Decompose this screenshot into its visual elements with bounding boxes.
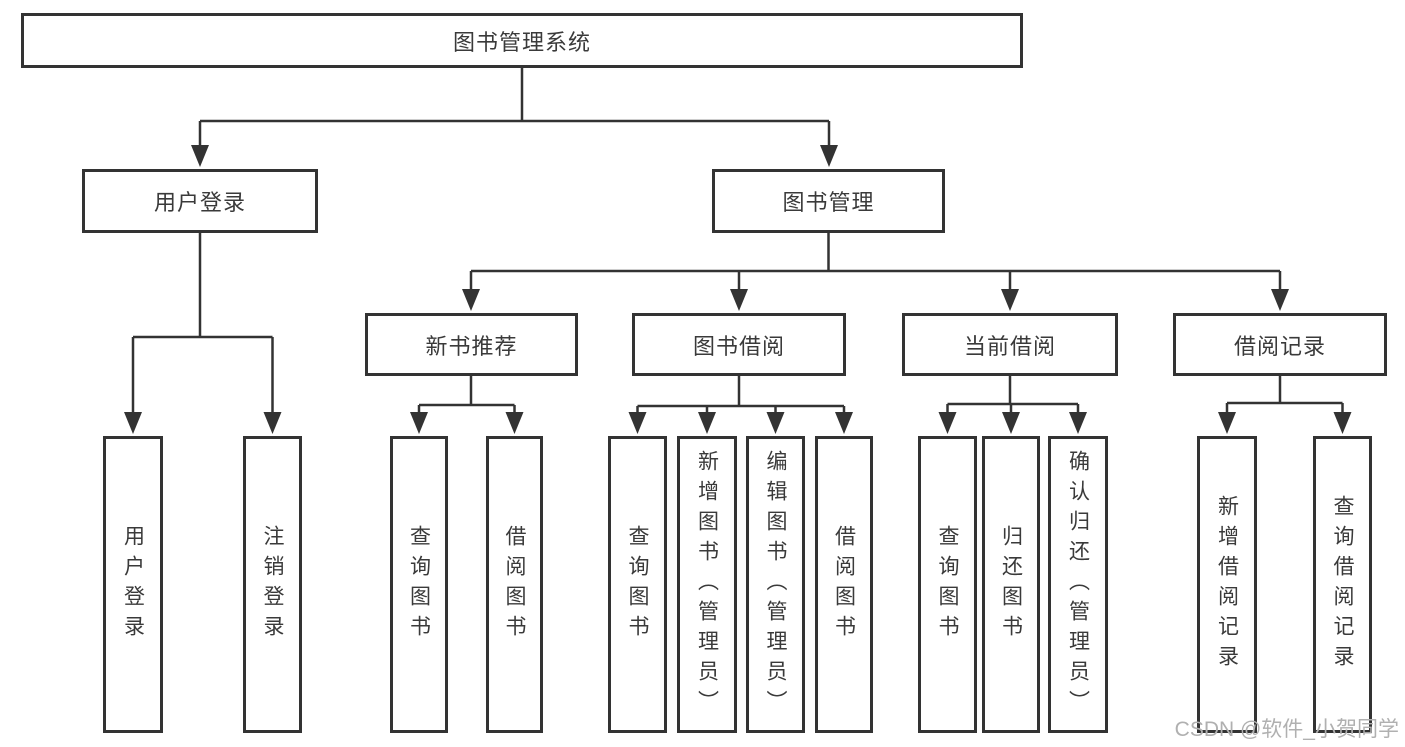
leaf-label: 用户登录 bbox=[121, 524, 145, 645]
leaf-label: 编辑图书（管理员） bbox=[764, 449, 787, 720]
arrow-down-icon bbox=[124, 412, 142, 434]
arrow-down-icon bbox=[1069, 412, 1087, 434]
arrow-down-icon bbox=[1001, 289, 1019, 311]
connector-lines bbox=[131, 66, 1344, 416]
arrow-down-icon bbox=[938, 412, 957, 434]
node-label: 当前借阅 bbox=[963, 333, 1056, 359]
leaf-label: 查询图书 bbox=[936, 524, 959, 645]
leaf-label: 注销登录 bbox=[261, 524, 284, 645]
leaf-label: 查询图书 bbox=[407, 524, 431, 645]
node-book-borrowing: 图书借阅 bbox=[632, 313, 846, 376]
leaf-query-borrow-record: 查询借阅记录 bbox=[1313, 436, 1372, 733]
node-label: 图书借阅 bbox=[692, 333, 785, 359]
arrow-down-icon bbox=[462, 289, 480, 311]
leaf-label: 确认归还（管理员） bbox=[1066, 449, 1090, 720]
arrow-down-icon bbox=[1218, 412, 1236, 434]
arrow-down-icon bbox=[698, 412, 716, 434]
node-label: 新书推荐 bbox=[425, 333, 518, 359]
arrow-down-icons bbox=[124, 145, 1352, 434]
leaf-label: 借阅图书 bbox=[503, 524, 526, 645]
node-new-book-recommendation: 新书推荐 bbox=[365, 313, 578, 376]
arrow-down-icon bbox=[191, 145, 209, 167]
arrow-down-icon bbox=[1333, 412, 1352, 434]
leaf-label: 查询图书 bbox=[626, 524, 649, 645]
leaf-return-book: 归还图书 bbox=[982, 436, 1040, 733]
leaf-label: 查询借阅记录 bbox=[1331, 494, 1354, 675]
leaf-logout: 注销登录 bbox=[243, 436, 302, 733]
leaf-label: 新增图书（管理员） bbox=[695, 449, 719, 720]
node-user-login: 用户登录 bbox=[82, 169, 318, 233]
leaf-borrow-books-borrowing: 借阅图书 bbox=[815, 436, 873, 733]
arrow-down-icon bbox=[766, 412, 785, 434]
arrow-down-icon bbox=[628, 412, 647, 434]
leaf-add-borrow-record: 新增借阅记录 bbox=[1197, 436, 1257, 733]
node-label: 借阅记录 bbox=[1233, 333, 1326, 359]
leaf-user-login: 用户登录 bbox=[103, 436, 163, 733]
leaf-add-book-admin: 新增图书（管理员） bbox=[677, 436, 737, 733]
node-current-borrowing: 当前借阅 bbox=[902, 313, 1118, 376]
node-book-management: 图书管理 bbox=[712, 169, 945, 233]
arrow-down-icon bbox=[1002, 412, 1020, 434]
leaf-label: 归还图书 bbox=[999, 524, 1023, 645]
node-label: 图书管理 bbox=[782, 190, 875, 215]
arrow-down-icon bbox=[263, 412, 282, 434]
leaf-edit-book-admin: 编辑图书（管理员） bbox=[746, 436, 805, 733]
node-borrowing-records: 借阅记录 bbox=[1173, 313, 1387, 376]
leaf-label: 新增借阅记录 bbox=[1215, 494, 1239, 675]
arrow-down-icon bbox=[820, 145, 838, 167]
leaf-query-books-borrowing: 查询图书 bbox=[608, 436, 667, 733]
node-library-management-system: 图书管理系统 bbox=[21, 13, 1023, 68]
arrow-down-icon bbox=[730, 289, 748, 311]
leaf-query-books-recommend: 查询图书 bbox=[390, 436, 448, 733]
arrow-down-icon bbox=[835, 412, 853, 434]
csdn-watermark: CSDN @软件_小贺同学 bbox=[1174, 718, 1399, 741]
arrow-down-icon bbox=[410, 412, 428, 434]
arrow-down-icon bbox=[505, 412, 524, 434]
leaf-confirm-return-admin: 确认归还（管理员） bbox=[1048, 436, 1108, 733]
leaf-borrow-books-recommend: 借阅图书 bbox=[486, 436, 543, 733]
arrow-down-icon bbox=[1271, 289, 1289, 311]
node-label: 图书管理系统 bbox=[452, 29, 591, 55]
leaf-query-books-current: 查询图书 bbox=[918, 436, 977, 733]
node-label: 用户登录 bbox=[153, 190, 246, 215]
leaf-label: 借阅图书 bbox=[832, 524, 856, 645]
